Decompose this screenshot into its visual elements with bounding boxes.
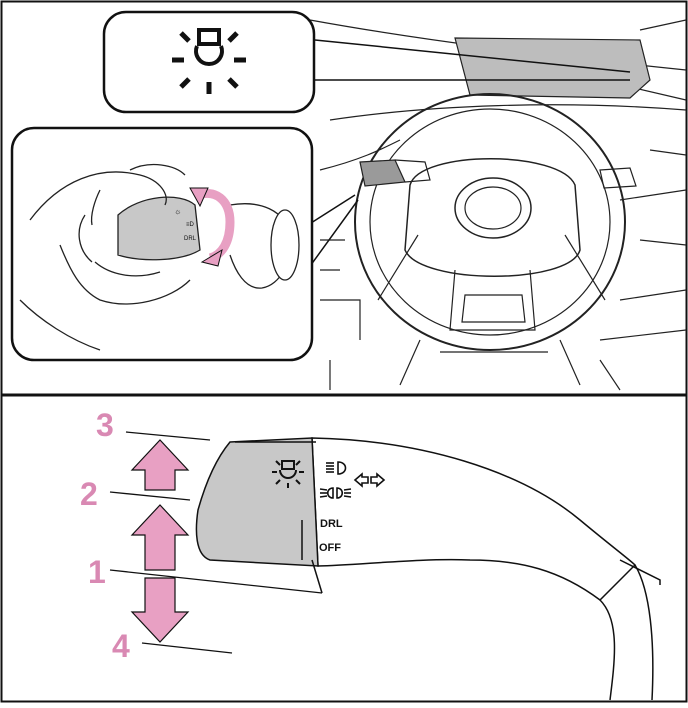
dashboard-scene	[309, 19, 687, 391]
step-number-2: 2	[80, 476, 98, 512]
up-arrow-position-2	[130, 504, 190, 571]
position-guide-lines	[109, 431, 323, 654]
drl-label: DRL	[320, 518, 343, 530]
step-number-1: 1	[88, 554, 106, 590]
headlight-callout	[102, 10, 316, 114]
sun-light-icon	[272, 460, 304, 488]
off-label: OFF	[319, 542, 341, 554]
step-number-3: 3	[96, 407, 114, 443]
step-number-4: 4	[112, 628, 130, 664]
headlight-sun-icon	[172, 28, 246, 94]
svg-text:≡D: ≡D	[186, 222, 195, 228]
callout-pointer-top	[314, 39, 631, 73]
svg-text:DRL: DRL	[184, 236, 197, 242]
turn-signal-arrows-icon	[353, 472, 386, 488]
down-arrow-position-4	[130, 577, 190, 643]
rotate-arrows-icon	[189, 187, 235, 267]
fog-light-icon	[319, 487, 352, 499]
high-beam-icon	[326, 461, 347, 475]
svg-text:☼: ☼	[174, 207, 181, 216]
instrument-display	[454, 37, 651, 99]
up-arrow-position-3	[130, 439, 190, 491]
hand-knob-inset: ☼ ≡D DRL	[10, 126, 314, 362]
